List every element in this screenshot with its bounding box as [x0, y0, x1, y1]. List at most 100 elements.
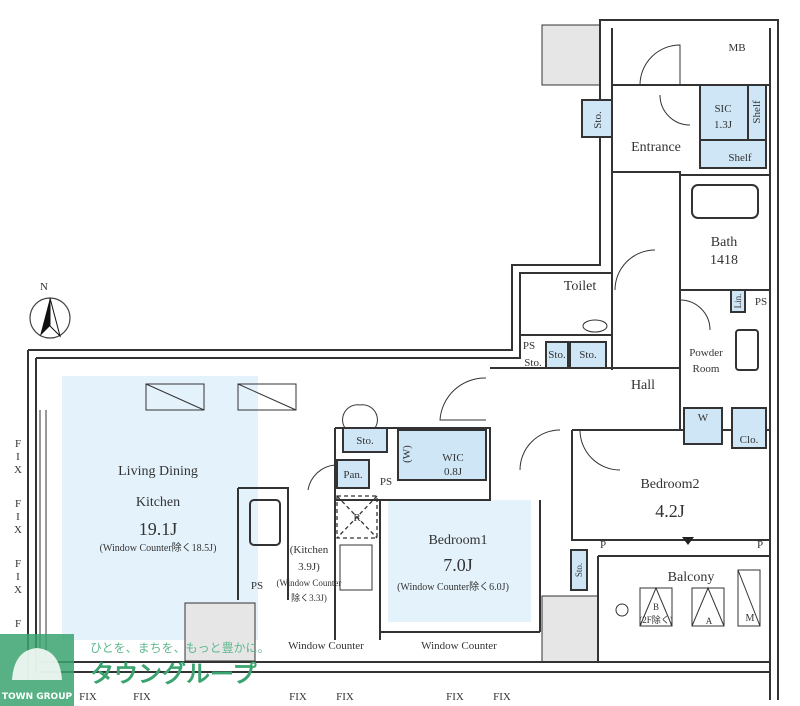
- outer-wall: [27, 19, 779, 700]
- fix-v: F: [15, 438, 21, 450]
- fix-v: F: [15, 558, 21, 570]
- window-bar-2-diag: [237, 383, 297, 411]
- tree-logo-icon: [12, 648, 62, 680]
- bath-label: Bath: [711, 235, 737, 250]
- bedroom1-fill: [388, 500, 531, 622]
- kitchen-note-1: (Window Counter: [277, 578, 342, 588]
- pantry-box: [336, 459, 370, 489]
- compass-arrow-icon: [40, 298, 50, 336]
- entrance-label: Entrance: [631, 140, 681, 155]
- kitchen-sto-label: Sto.: [356, 435, 374, 447]
- fix-label: FIX: [493, 691, 511, 703]
- bedroom2-size: 4.2J: [655, 501, 685, 521]
- lin-box: [730, 289, 746, 313]
- bedroom2-storage: [570, 549, 588, 591]
- ps-toilet-label: PS: [523, 340, 535, 352]
- bedroom2-sto-label: Sto.: [574, 563, 584, 577]
- powder-label-1: Powder: [689, 347, 723, 359]
- fix-v: F: [15, 618, 21, 630]
- ldk-note: (Window Counter除く18.5J): [100, 541, 217, 554]
- fix-label: FIX: [336, 691, 354, 703]
- fix-label: FIX: [133, 691, 151, 703]
- lower-gray-area: [541, 595, 599, 663]
- balcony-unit-lines: [639, 569, 761, 627]
- balcony-unit-m: [737, 569, 761, 627]
- bedroom1-note: (Window Counter除く6.0J): [397, 580, 509, 593]
- bath-size: 1418: [710, 253, 738, 268]
- kitchen-storage: [342, 427, 388, 453]
- shelf-h-label: Shelf: [728, 152, 752, 164]
- ps-kitchen-label: PS: [251, 580, 263, 592]
- window-bar-1-diag: [145, 383, 205, 411]
- p-left-label: P: [600, 539, 606, 551]
- mb-label: MB: [728, 42, 745, 54]
- sic-label: SIC: [714, 103, 731, 115]
- fix-v: I: [16, 511, 20, 523]
- ldk-label-1: Living Dining: [118, 464, 198, 479]
- sto-hall-3-label: Sto.: [524, 357, 542, 369]
- lin-label: Lin.: [733, 294, 743, 309]
- powder-label-2: Room: [693, 363, 720, 375]
- clo-box: [731, 407, 767, 449]
- toilet-label: Toilet: [564, 279, 597, 294]
- bedroom1-label: Bedroom1: [428, 533, 487, 548]
- fix-v: X: [14, 584, 22, 596]
- window-counter-2-label: Window Counter: [421, 640, 497, 652]
- fridge-cross: [336, 495, 378, 539]
- wic-w-label: (W): [401, 445, 413, 463]
- fridge-label: R: [353, 512, 361, 524]
- hall-label: Hall: [631, 378, 655, 393]
- unit-a-label: A: [706, 616, 713, 626]
- entrance-sto-label: Sto.: [592, 111, 604, 129]
- bedroom2-label: Bedroom2: [640, 477, 699, 492]
- doors: [307, 44, 711, 491]
- logo-name-en: TOWN GROUP: [2, 692, 73, 702]
- fix-v: X: [14, 464, 22, 476]
- fix-v: X: [14, 524, 22, 536]
- bedroom2-marker-icon: [682, 537, 694, 545]
- fix-vertical-labels: F I X F I X F I X F: [14, 438, 22, 630]
- washer-label: W: [698, 412, 709, 424]
- sic-size: 1.3J: [714, 119, 733, 131]
- logo-slogan: ひとを、まちを、もっと豊かに。: [90, 641, 270, 655]
- ps-wic-label: PS: [380, 476, 392, 488]
- unit-b-note: (2F除く): [639, 614, 673, 625]
- fix-label: FIX: [289, 691, 307, 703]
- drain-icon: [615, 603, 629, 617]
- clo-label: Clo.: [740, 434, 759, 446]
- shaft-area: [541, 24, 601, 86]
- unit-m-label: M: [746, 613, 755, 624]
- ldk-size: 19.1J: [139, 519, 178, 539]
- stove: [339, 544, 373, 591]
- window-frames-left: [39, 410, 47, 660]
- kitchen-label: (Kitchen: [290, 544, 329, 556]
- window-counter-1-label: Window Counter: [288, 640, 364, 652]
- hall-storage-1: [545, 341, 569, 369]
- wic-size: 0.8J: [444, 466, 463, 478]
- shelf-v-label: Shelf: [751, 100, 763, 124]
- pantry-label: Pan.: [343, 469, 363, 481]
- entrance-storage: [581, 99, 613, 138]
- fix-label: FIX: [79, 691, 97, 703]
- washer-box: [683, 407, 723, 445]
- bedroom1-size: 7.0J: [443, 555, 473, 575]
- wic-box: [397, 429, 487, 481]
- logo-name-jp: タウングループ: [90, 660, 258, 688]
- unit-b-label: B: [653, 602, 659, 612]
- fridge-space: [336, 495, 378, 539]
- wic-label: WIC: [442, 452, 463, 464]
- kitchen-sink: [249, 499, 281, 546]
- kitchen-note-2: 除く3.3J): [291, 592, 327, 603]
- ps-powder-label: PS: [755, 296, 767, 308]
- sto-hall-1-label: Sto.: [548, 349, 566, 361]
- wash-basin: [735, 329, 759, 371]
- balcony-label: Balcony: [668, 570, 715, 585]
- kitchen-size: 3.9J): [298, 561, 320, 573]
- sto-hall-2-label: Sto.: [579, 349, 597, 361]
- ldk-fill: [62, 376, 258, 640]
- sic-box: [699, 84, 749, 149]
- fix-v: I: [16, 451, 20, 463]
- ldk-label-2: Kitchen: [136, 495, 180, 510]
- fix-label: FIX: [446, 691, 464, 703]
